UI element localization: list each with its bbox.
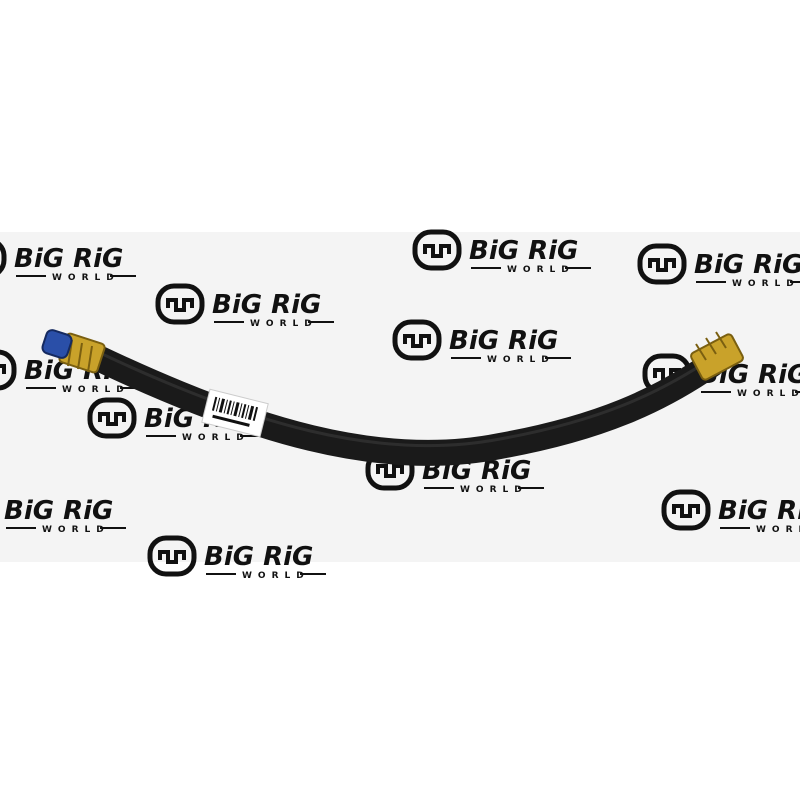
watermark-logo — [0, 240, 136, 283]
blue-end-cap — [41, 329, 73, 359]
right-fitting — [690, 331, 744, 381]
watermark-logo — [640, 246, 800, 289]
watermark-logo — [415, 232, 591, 275]
watermark-logo — [664, 492, 800, 535]
barcode-icon — [211, 396, 259, 427]
watermark-logo — [158, 286, 334, 329]
watermark-logo — [395, 322, 571, 365]
watermark-logo — [150, 538, 326, 581]
watermark-logo — [0, 492, 126, 535]
barcode-label — [201, 388, 269, 438]
